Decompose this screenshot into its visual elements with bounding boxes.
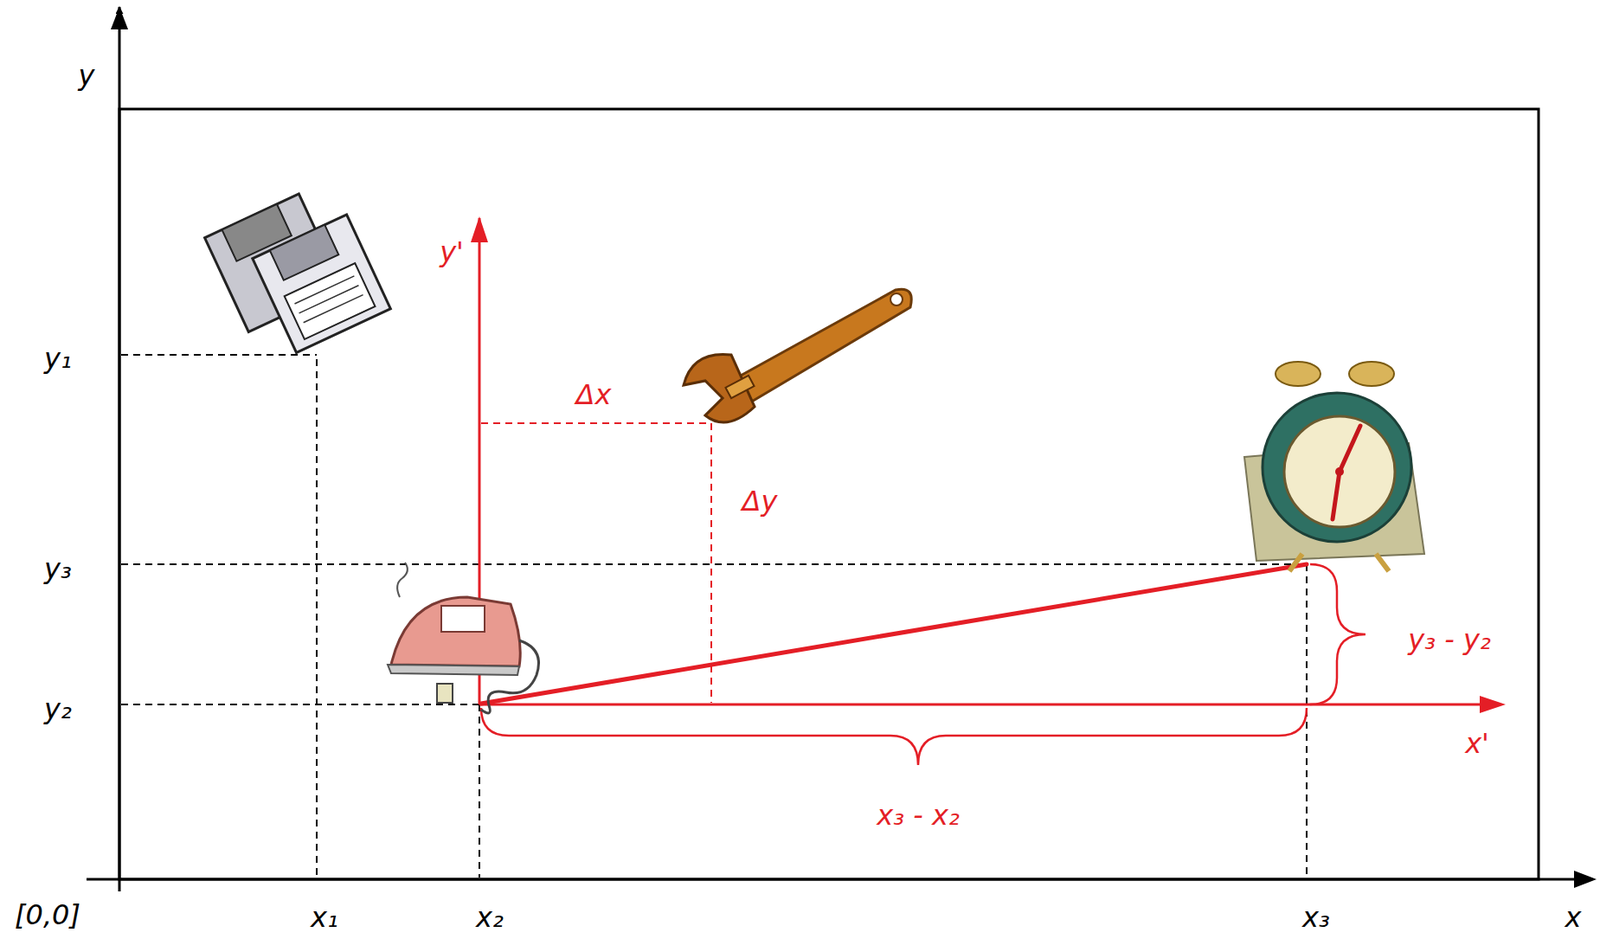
label-anchor: Δy: [742, 486, 778, 517]
label-anchor: y': [439, 237, 464, 268]
axis-label: x: [1565, 902, 1582, 933]
guide: [481, 422, 712, 425]
x-axis: [86, 878, 1584, 881]
iron-body: [391, 597, 521, 667]
guide: [121, 563, 1307, 566]
axis-label: x': [1465, 728, 1490, 759]
guide: [1305, 564, 1308, 878]
floppy-icon: [205, 179, 392, 367]
iron-plug: [436, 683, 453, 703]
guide: [121, 703, 480, 706]
y-axis-head: [110, 6, 129, 30]
axis-label: [0,0]: [14, 899, 81, 931]
label-anchor: x₃: [1302, 902, 1331, 933]
local-x-head: [1479, 695, 1506, 714]
iron-cord: [481, 640, 540, 714]
axis-label: y': [439, 237, 464, 268]
wrench-icon: [683, 289, 912, 423]
clock-body: [1262, 392, 1412, 542]
iron-icon: [387, 562, 540, 714]
label-anchor: [0,0]: [14, 899, 81, 931]
wrench-handle: [731, 289, 912, 405]
wrench-hole: [890, 293, 903, 306]
wrench-screw: [725, 375, 754, 399]
axis-label: x₁: [310, 902, 339, 933]
guide: [478, 704, 481, 878]
guides: [121, 354, 1307, 878]
clock-pin: [1335, 467, 1344, 476]
guide: [121, 353, 317, 356]
label-anchor: x₂: [475, 902, 504, 933]
label-anchor: y: [78, 60, 96, 91]
guide: [710, 423, 713, 703]
label-anchor: x': [1465, 728, 1490, 759]
clock-bell: [1349, 361, 1395, 386]
iron-steam: [397, 562, 408, 598]
axis-label: y₃ - y₂: [1407, 624, 1491, 656]
label-anchor: Δx: [576, 379, 612, 411]
axis-label: x₂: [475, 902, 504, 933]
brace: [1310, 564, 1366, 705]
iron-window: [441, 605, 485, 632]
brace: [481, 707, 1307, 765]
floppy: [252, 214, 391, 353]
y-axis: [118, 6, 122, 892]
axis-label: x₃: [1302, 902, 1331, 933]
axis-label: Δy: [742, 486, 778, 517]
iron-sole: [387, 664, 520, 675]
clock-bell: [1275, 361, 1321, 386]
clock-face: [1284, 416, 1395, 527]
guide: [315, 359, 318, 878]
axis-label: y: [78, 60, 96, 91]
label-anchor: y₂: [44, 693, 72, 725]
axis-label: y₂: [44, 693, 72, 725]
clock-icon: [1244, 361, 1425, 572]
local-x-axis: [479, 703, 1484, 707]
label-anchor: y₃ - y₂: [1407, 624, 1491, 656]
x-axis-head: [1574, 870, 1597, 888]
label-anchor: x₁: [310, 902, 339, 933]
label-anchor: y₃: [44, 553, 72, 585]
axis-label: y₃: [44, 553, 72, 585]
floppy-shutter: [269, 224, 340, 281]
axis-label: y₁: [44, 343, 72, 374]
floppy-lines: [295, 276, 364, 323]
label-anchor: x₃ - x₂: [876, 800, 959, 831]
clock-legs: [1289, 553, 1389, 572]
label-anchor: y₁: [44, 343, 72, 374]
clock-hands: [1332, 425, 1361, 520]
wrench-head: [683, 353, 755, 423]
axis-label: x₃ - x₂: [876, 800, 959, 831]
label-anchor: x: [1565, 902, 1582, 933]
distance-line: [481, 564, 1307, 704]
local-y-head: [470, 216, 489, 243]
floppy-label: [284, 263, 376, 340]
axis-label: Δx: [576, 379, 612, 411]
frame: [119, 109, 1539, 880]
